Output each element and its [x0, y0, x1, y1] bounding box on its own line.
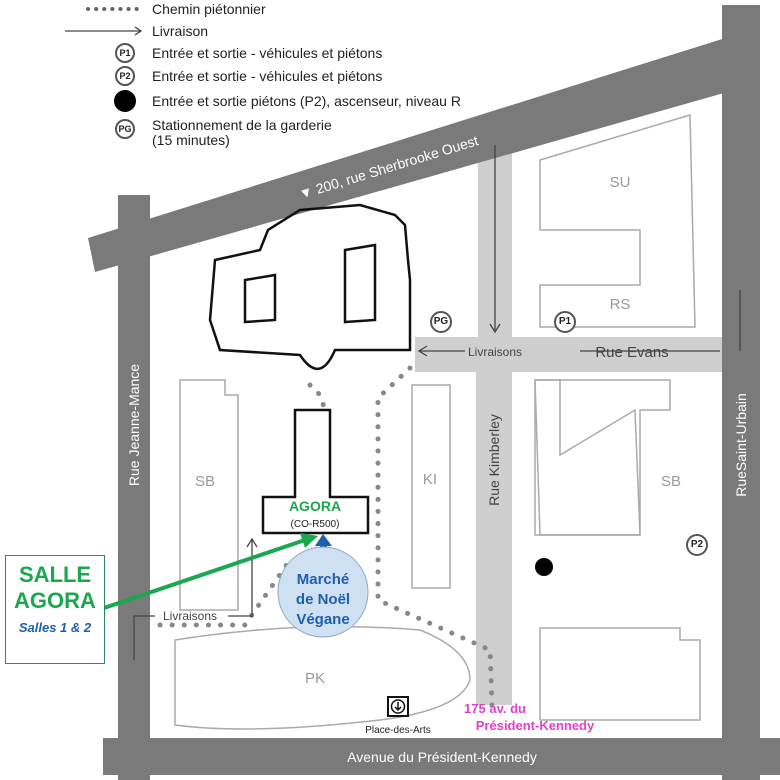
salle-line2: AGORA — [14, 588, 96, 613]
legend-pedestrian-path: Chemin piétonnier — [152, 1, 266, 17]
address-line2: Président-Kennedy — [476, 718, 595, 733]
building-courtyard — [243, 273, 277, 324]
marker-pg[interactable]: PG — [430, 311, 452, 333]
building-courtyard — [343, 243, 377, 324]
black-dot-icon — [114, 90, 136, 112]
jeanne-mance-label: Rue Jeanne-Mance — [126, 364, 142, 486]
salle-sub: Salles 1 & 2 — [18, 620, 92, 635]
rue-kimberley-road — [476, 372, 512, 705]
saint-urbain-label: RueSaint-Urbain — [733, 393, 749, 497]
kennedy-road — [103, 738, 780, 775]
sherbrooke-road — [88, 35, 752, 272]
market-line3: Végane — [296, 611, 349, 628]
market-line1: Marché — [297, 571, 350, 588]
salle-agora-callout: SALLE AGORA Salles 1 & 2 — [5, 555, 105, 664]
legend-p1-icon: P1 — [115, 43, 135, 63]
legend-elevator: Entrée et sortie piétons (P2), ascenseur… — [152, 93, 461, 109]
marker-p2[interactable]: P2 — [686, 534, 708, 556]
market-line2: de Noël — [296, 591, 350, 608]
marker-p1[interactable]: P1 — [554, 311, 576, 333]
agora-code: (CO-R500) — [291, 519, 340, 530]
building-sb-right-upper — [534, 379, 671, 536]
building-ki-label: KI — [423, 471, 437, 488]
pedestrian-path — [157, 557, 293, 628]
salle-line1: SALLE — [18, 562, 92, 587]
kennedy-label: Avenue du Président-Kennedy — [347, 749, 537, 765]
building-arts — [208, 203, 412, 370]
evans-label: Rue Evans — [595, 344, 668, 361]
building-rs-label: RS — [610, 296, 631, 313]
building-su-label: SU — [610, 174, 631, 191]
legend-pg: Stationnement de la garderie — [152, 117, 332, 133]
building-su-rs — [539, 113, 696, 328]
legend-delivery: Livraison — [152, 23, 209, 39]
agora-title: AGORA — [289, 498, 341, 514]
building-sb-right — [534, 379, 641, 536]
elevator-entrance-dot — [535, 558, 553, 576]
market-circle — [277, 546, 369, 638]
metro-label: Place-des-Arts — [365, 725, 431, 736]
building-sb-right-label: SB — [661, 473, 681, 490]
saint-urbain-road — [722, 5, 760, 780]
rue-evans-road — [415, 337, 723, 372]
legend-pg-sub: (15 minutes) — [152, 132, 230, 148]
building-ki — [411, 384, 451, 589]
pedestrian-path — [375, 365, 495, 708]
salle-pointer-arrow — [103, 538, 306, 610]
delivery-label-left: Livraisons — [163, 609, 217, 623]
building-sb-left — [179, 379, 239, 611]
building-southeast — [539, 627, 701, 721]
pedestrian-path — [307, 382, 328, 413]
legend-p2-icon: P2 — [115, 66, 135, 86]
agora-building — [261, 408, 370, 535]
building-sb-left-label: SB — [195, 473, 215, 490]
legend-p1: Entrée et sortie - véhicules et piétons — [152, 45, 383, 61]
address-line1: 175 av. du — [464, 701, 526, 716]
legend-pg-icon: PG — [115, 119, 135, 139]
legend-p2: Entrée et sortie - véhicules et piétons — [152, 68, 383, 84]
building-pk-label: PK — [305, 670, 325, 687]
delivery-label-top: Livraisons — [468, 345, 522, 359]
jeanne-mance-road — [118, 195, 150, 780]
kimberley-label: Rue Kimberley — [486, 414, 502, 506]
